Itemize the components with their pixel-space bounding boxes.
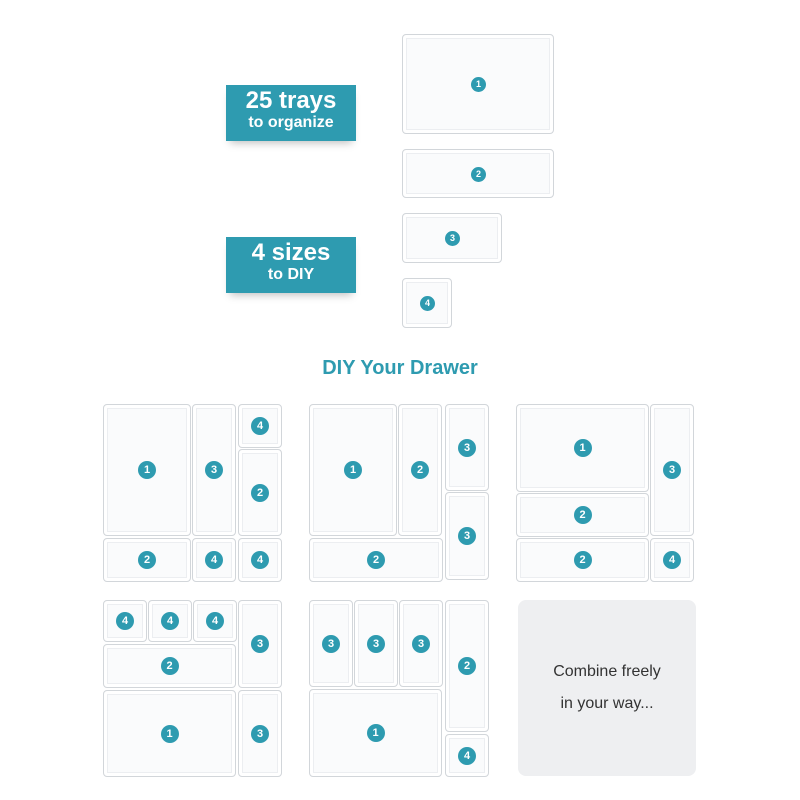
layout-3-tray: 1 [516, 404, 649, 492]
tray-number-badge: 3 [445, 231, 460, 246]
tray-number-badge: 3 [458, 438, 476, 457]
tray-number-badge: 2 [573, 506, 592, 524]
tray-number-badge: 2 [411, 461, 429, 479]
tray-number-badge: 4 [420, 296, 435, 311]
legend-tray-1: 1 [402, 34, 554, 134]
trays-subtext: to organize [248, 114, 334, 131]
sizes-count-text: 4 sizes [251, 239, 331, 266]
tray-number-badge: 2 [471, 166, 486, 182]
tray-number-badge: 3 [251, 724, 269, 743]
trays-banner: 25 trays to organize [226, 85, 356, 141]
combine-line-1: Combine freely [553, 663, 661, 680]
tray-number-badge: 3 [322, 634, 340, 653]
layout-2-tray: 1 [309, 404, 397, 536]
tray-number-badge: 1 [160, 724, 179, 743]
tray-number-badge: 3 [458, 527, 476, 545]
legend-tray-3: 3 [402, 213, 502, 263]
tray-number-badge: 3 [412, 634, 430, 653]
layout-3-tray: 2 [516, 493, 649, 537]
tray-number-badge: 2 [573, 551, 592, 569]
trays-count-text: 25 trays [245, 87, 337, 114]
combine-freely-panel: Combine freely in your way... [518, 600, 696, 776]
layout-4-tray: 1 [103, 690, 236, 777]
layout-2-tray: 2 [398, 404, 442, 536]
layout-5-tray: 2 [445, 600, 489, 732]
sizes-banner: 4 sizes to DIY [226, 237, 356, 293]
layout-2-tray: 3 [445, 492, 489, 580]
layout-1-tray: 1 [103, 404, 191, 536]
layout-5-tray: 1 [309, 689, 442, 777]
tray-number-badge: 4 [458, 746, 476, 765]
tray-number-badge: 1 [138, 461, 156, 479]
layout-2-tray: 2 [309, 538, 443, 582]
layout-5-tray: 3 [399, 600, 443, 687]
layout-1-tray: 4 [238, 538, 282, 582]
tray-number-badge: 4 [205, 551, 223, 569]
tray-number-badge: 2 [367, 551, 385, 569]
sizes-subtext: to DIY [267, 266, 315, 283]
tray-number-badge: 3 [367, 634, 385, 653]
tray-number-badge: 3 [251, 635, 269, 653]
legend-tray-2: 2 [402, 149, 554, 198]
tray-number-badge: 2 [138, 551, 156, 569]
tray-number-badge: 2 [251, 483, 269, 502]
layout-4-tray: 4 [193, 600, 237, 642]
layout-3-tray: 4 [650, 538, 694, 582]
layout-5-tray: 3 [309, 600, 353, 687]
layout-4-tray: 2 [103, 644, 236, 688]
layout-3-tray: 2 [516, 538, 649, 582]
tray-number-badge: 1 [573, 439, 592, 457]
tray-number-badge: 3 [205, 461, 223, 479]
legend-tray-4: 4 [402, 278, 452, 328]
tray-number-badge: 1 [344, 461, 362, 479]
tray-number-badge: 4 [161, 612, 179, 630]
layout-1-tray: 4 [238, 404, 282, 448]
layout-1-tray: 2 [238, 449, 282, 536]
layout-3-tray: 3 [650, 404, 694, 536]
layout-4-tray: 4 [103, 600, 147, 642]
combine-line-2: in your way... [560, 695, 654, 712]
tray-number-badge: 1 [471, 77, 486, 92]
layout-4-tray: 4 [148, 600, 192, 642]
layout-4-tray: 3 [238, 600, 282, 688]
tray-number-badge: 4 [663, 551, 681, 569]
tray-number-badge: 1 [366, 724, 385, 742]
tray-number-badge: 4 [251, 551, 269, 569]
layout-5-tray: 3 [354, 600, 398, 687]
tray-number-badge: 4 [116, 612, 134, 630]
layout-2-tray: 3 [445, 404, 489, 491]
tray-number-badge: 2 [458, 657, 476, 675]
layout-1-tray: 4 [192, 538, 236, 582]
tray-number-badge: 4 [206, 612, 224, 630]
layout-4-tray: 3 [238, 690, 282, 777]
tray-number-badge: 4 [251, 417, 269, 435]
layout-1-tray: 3 [192, 404, 236, 536]
tray-number-badge: 2 [160, 657, 179, 675]
layout-1-tray: 2 [103, 538, 191, 582]
tray-number-badge: 3 [663, 461, 681, 479]
layout-5-tray: 4 [445, 734, 489, 777]
section-title: DIY Your Drawer [322, 357, 478, 379]
